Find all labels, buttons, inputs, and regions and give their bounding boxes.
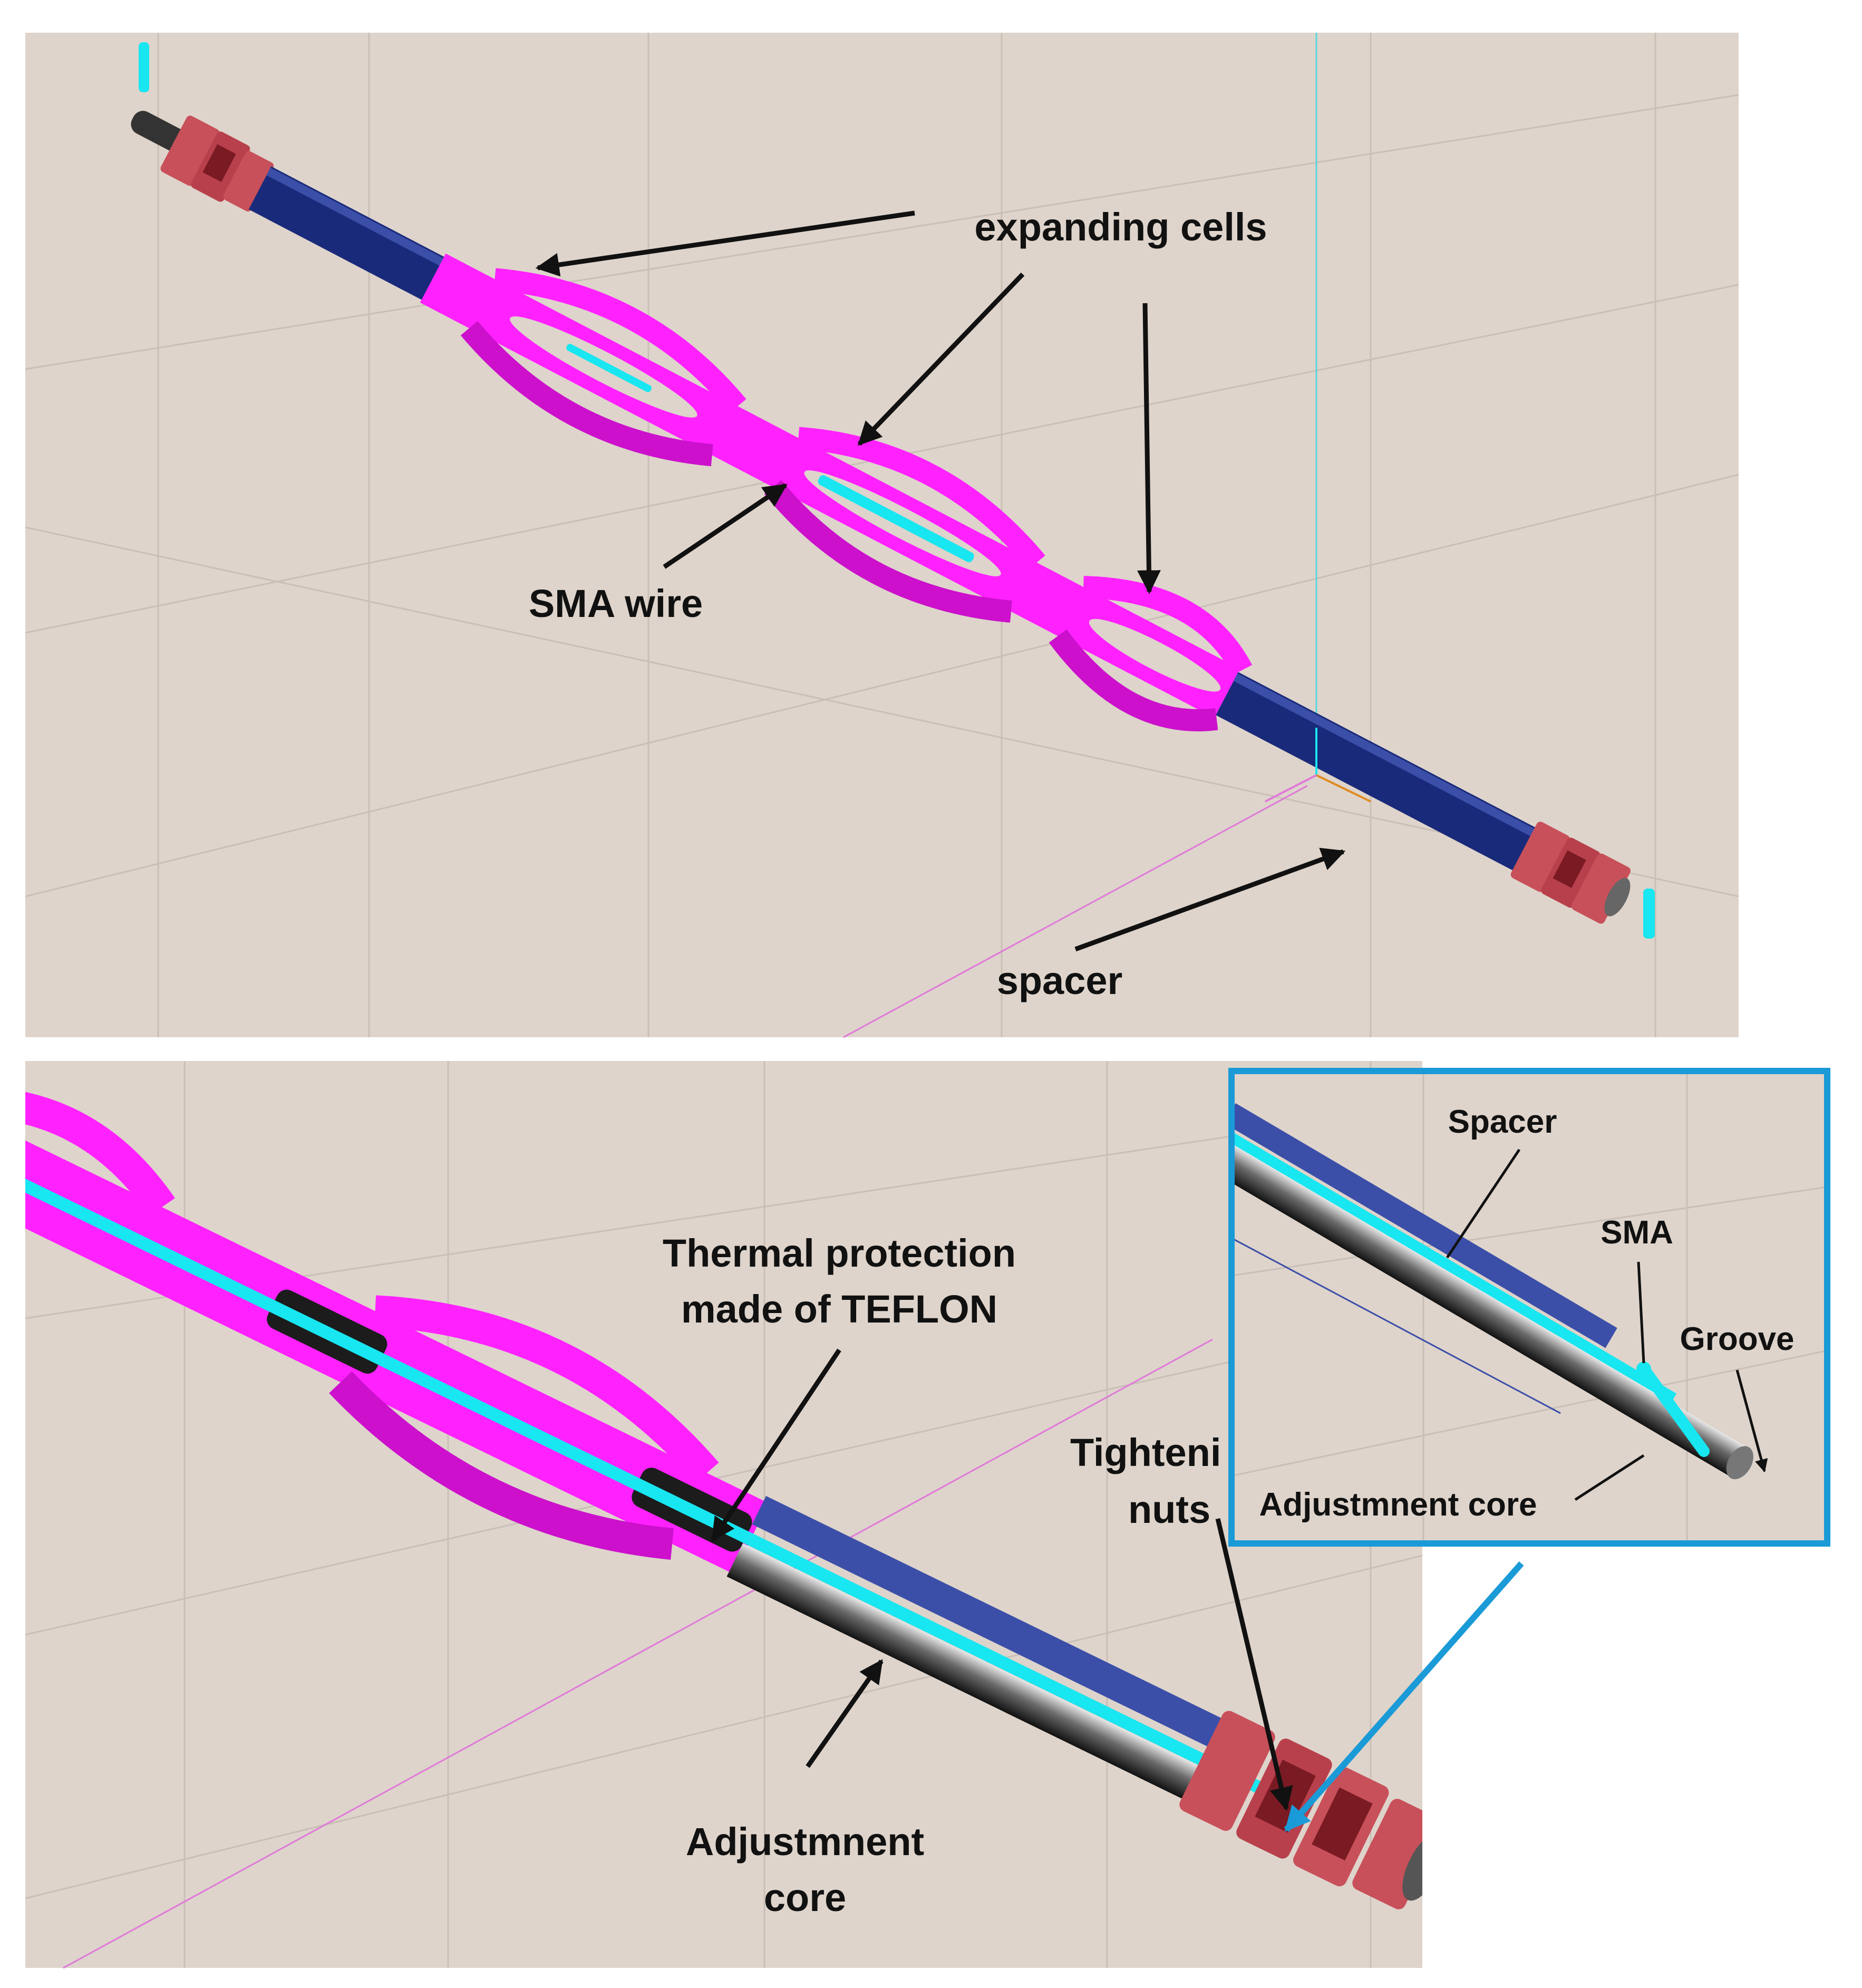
label-tightening-line1: Tighteni <box>1070 1431 1221 1474</box>
spacer-bottom <box>752 1495 1226 1749</box>
arrow-sma-wire <box>663 483 788 569</box>
detail-inset: Spacer SMA Groove Adjustmnent core <box>1228 1068 1830 1547</box>
sma-pin-left <box>139 42 149 92</box>
inset-label-adjustment-core: Adjustmnent core <box>1259 1487 1537 1523</box>
sma-wire-bottom <box>25 1111 1284 1804</box>
top-arrows <box>535 210 1346 952</box>
bottom-rod <box>25 1080 1422 1909</box>
arrow-adjustment-core <box>806 1659 884 1768</box>
tightening-nuts-bottom <box>1179 1711 1422 1909</box>
inset-sma <box>1228 1126 1677 1403</box>
pink-axis-line-bottom <box>63 1338 1213 1969</box>
inset-label-groove: Groove <box>1680 1321 1794 1357</box>
arrow-tightening-nuts <box>1215 1518 1293 1811</box>
end-shaft-left <box>131 111 187 152</box>
label-adjustment-line2: core <box>764 1876 846 1919</box>
inset-connector-arrow <box>1284 1561 1524 1832</box>
adjustment-core-bottom <box>726 1543 1203 1801</box>
inset-core <box>1228 1135 1749 1478</box>
arrow-expanding-3 <box>1137 303 1161 594</box>
label-thermal-line1: Thermal protection <box>663 1231 1016 1275</box>
pink-axis-line <box>843 785 1308 1038</box>
label-thermal-line2: made of TEFLON <box>681 1287 997 1331</box>
inset-leaders <box>1446 1149 1768 1501</box>
arrow-expanding-1 <box>535 210 915 277</box>
inset-label-sma: SMA <box>1601 1214 1673 1251</box>
axis-gizmo <box>1265 728 1371 803</box>
tightening-nuts-right <box>1510 822 1631 924</box>
tightening-nuts-left <box>160 115 274 212</box>
inset-spacer <box>1228 1103 1617 1348</box>
label-spacer: spacer <box>997 959 1123 1002</box>
expanding-cells-section <box>420 253 1253 731</box>
inset-label-spacer: Spacer <box>1448 1104 1557 1140</box>
arrow-thermal <box>711 1348 841 1542</box>
top-rod <box>131 111 1631 924</box>
top-panel: expanding cells SMA wire spacer <box>25 33 1739 1038</box>
bottom-panel: Thermal protection made of TEFLON Adjust… <box>25 1061 1422 1969</box>
label-adjustment-line1: Adjustmnent <box>686 1820 924 1864</box>
inset-border <box>1228 1068 1830 1547</box>
inset-sma-bend <box>1638 1363 1710 1457</box>
label-sma-wire: SMA wire <box>529 582 703 625</box>
sma-pin-right <box>1643 889 1655 939</box>
label-tightening-line2: nuts <box>1128 1488 1210 1531</box>
bottom-arrows <box>711 1348 1293 1811</box>
arrow-expanding-2 <box>857 272 1025 446</box>
spacer-right <box>1216 672 1537 872</box>
spacer-left <box>248 166 449 303</box>
arrow-spacer <box>1074 847 1346 952</box>
label-expanding-cells: expanding cells <box>974 205 1267 249</box>
